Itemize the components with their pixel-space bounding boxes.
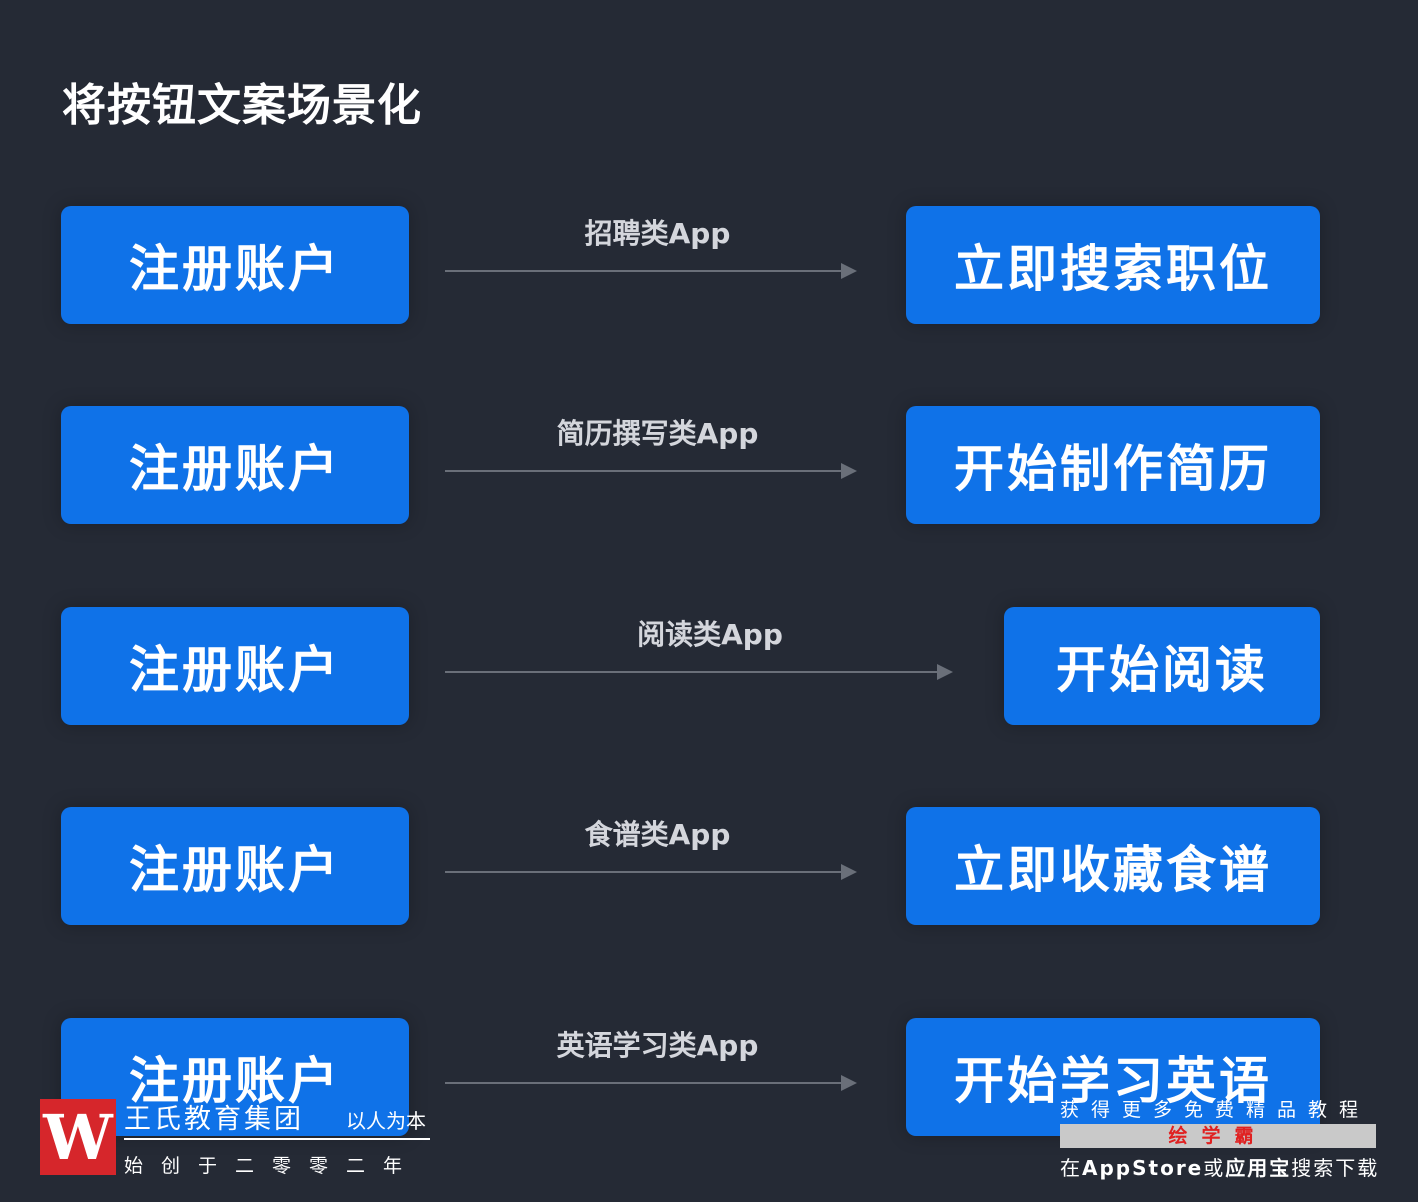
register-account-button[interactable]: 注册账户 bbox=[61, 807, 409, 925]
arrow-head-icon bbox=[841, 263, 857, 279]
arrow-head-icon bbox=[841, 463, 857, 479]
scenario-label: 阅读类App bbox=[637, 618, 783, 651]
arrow-head-icon bbox=[841, 864, 857, 880]
mapping-row-resume: 注册账户 简历撰写类App 开始制作简历 bbox=[0, 406, 1418, 526]
watermark-since: 始创于二零零二年 bbox=[124, 1155, 421, 1177]
watermark-text: 或 bbox=[1203, 1156, 1226, 1180]
register-account-button[interactable]: 注册账户 bbox=[61, 1018, 409, 1136]
arrow-connector bbox=[445, 263, 857, 279]
save-recipe-button[interactable]: 立即收藏食谱 bbox=[906, 807, 1320, 925]
watermark-text: 在 bbox=[1060, 1156, 1082, 1180]
watermark-yingyongbao: 应用宝 bbox=[1225, 1156, 1292, 1180]
mapping-row-english: 注册账户 英语学习类App 开始学习英语 bbox=[0, 1018, 1418, 1138]
watermark-brand: 绘学霸 bbox=[1060, 1124, 1376, 1148]
scenario-label: 英语学习类App bbox=[556, 1029, 759, 1062]
page-title: 将按钮文案场景化 bbox=[62, 80, 422, 131]
wangshi-logo-icon: W bbox=[40, 1099, 116, 1175]
mapping-row-reading: 注册账户 阅读类App 开始阅读 bbox=[0, 607, 1418, 727]
arrow-head-icon bbox=[937, 664, 953, 680]
arrow-connector bbox=[445, 1075, 857, 1091]
mapping-row-recipes: 注册账户 食谱类App 立即收藏食谱 bbox=[0, 807, 1418, 927]
watermark-huixueba: 获得更多免费精品教程 绘学霸 在AppStore或应用宝搜索下载 bbox=[1058, 1095, 1380, 1180]
watermark-wangshi: W 王氏教育集团 以人为本 始创于二零零二年 bbox=[40, 1097, 440, 1187]
arrow-head-icon bbox=[841, 1075, 857, 1091]
watermark-divider bbox=[124, 1138, 430, 1140]
watermark-text: 搜索下载 bbox=[1291, 1156, 1380, 1180]
register-account-button[interactable]: 注册账户 bbox=[61, 406, 409, 524]
watermark-download-hint: 在AppStore或应用宝搜索下载 bbox=[1060, 1152, 1379, 1181]
start-reading-button[interactable]: 开始阅读 bbox=[1004, 607, 1320, 725]
scenario-label: 简历撰写类App bbox=[556, 417, 759, 450]
make-resume-button[interactable]: 开始制作简历 bbox=[906, 406, 1320, 524]
search-jobs-button[interactable]: 立即搜索职位 bbox=[906, 206, 1320, 324]
scenario-label: 食谱类App bbox=[584, 818, 731, 851]
mapping-row-recruiting: 注册账户 招聘类App 立即搜索职位 bbox=[0, 206, 1418, 326]
watermark-appstore: AppStore bbox=[1082, 1156, 1204, 1180]
arrow-connector bbox=[445, 864, 857, 880]
watermark-tagline: 获得更多免费精品教程 bbox=[1060, 1099, 1371, 1121]
arrow-connector bbox=[445, 463, 857, 479]
learn-english-button[interactable]: 开始学习英语 bbox=[906, 1018, 1320, 1136]
watermark-group-name: 王氏教育集团 bbox=[124, 1104, 304, 1135]
scenario-label: 招聘类App bbox=[584, 217, 731, 250]
register-account-button[interactable]: 注册账户 bbox=[61, 607, 409, 725]
arrow-connector bbox=[445, 664, 953, 680]
watermark-motto: 以人为本 bbox=[346, 1109, 426, 1133]
register-account-button[interactable]: 注册账户 bbox=[61, 206, 409, 324]
